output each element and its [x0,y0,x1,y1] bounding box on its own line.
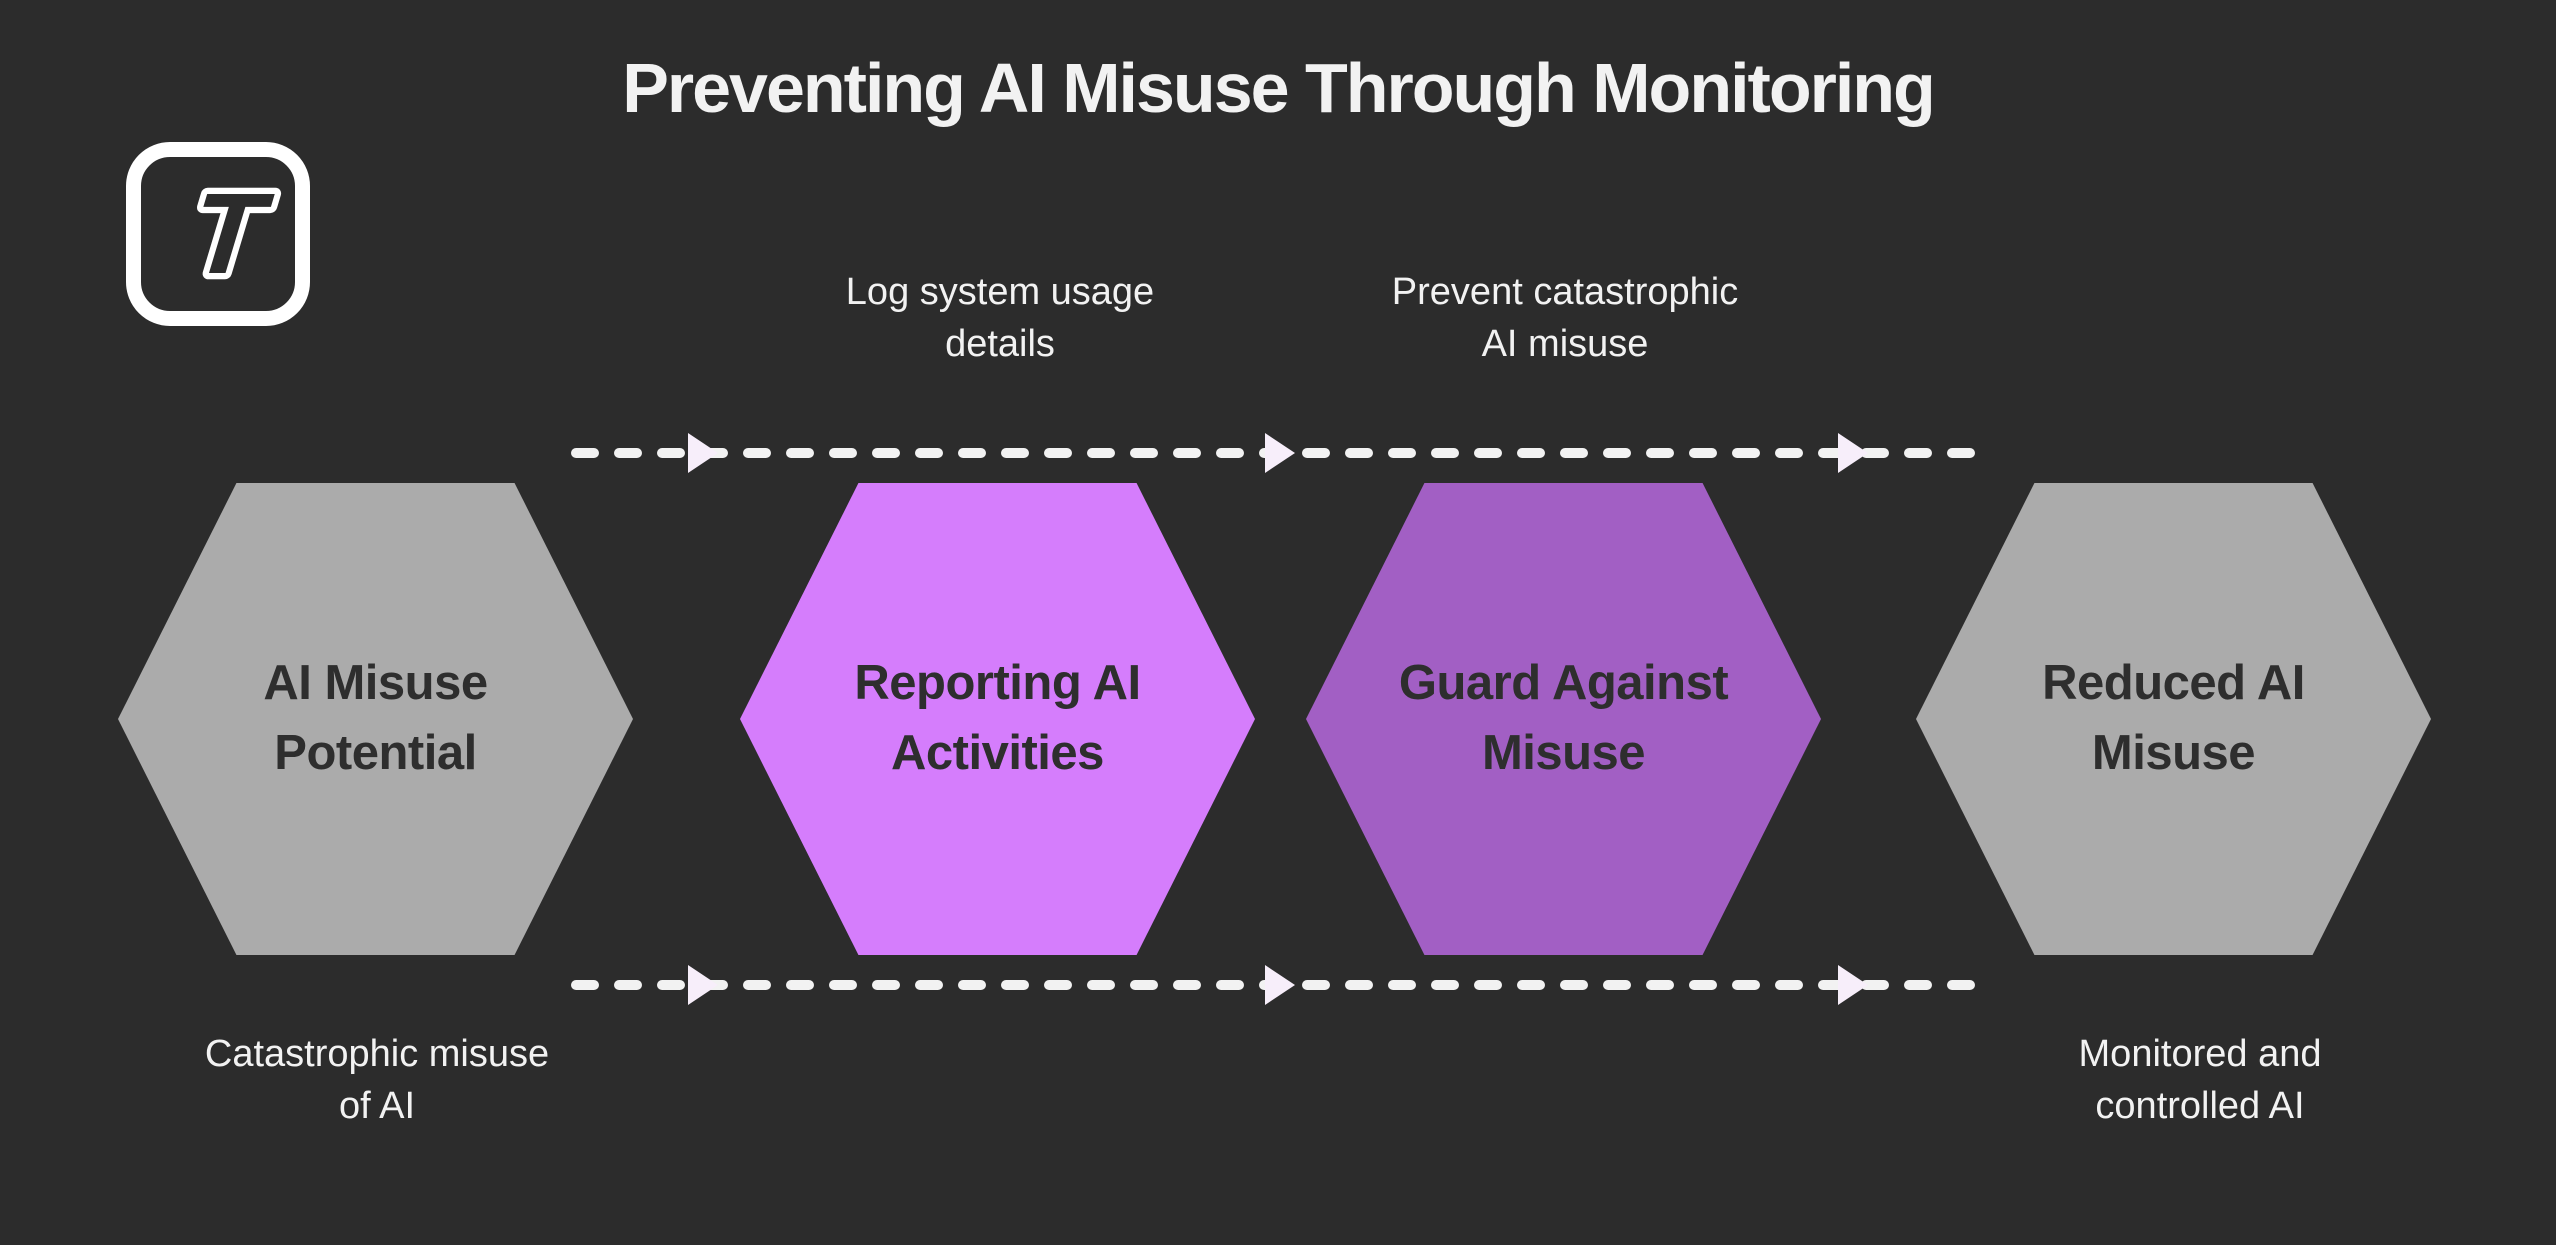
caption-line: Catastrophic misuse [204,1033,550,1075]
caption-line: details [945,323,1055,366]
caption-line: controlled AI [2095,1085,2305,1128]
caption-step-3: Prevent catastrophic AI misuse [1355,266,1775,370]
brand-logo: T [126,142,310,326]
hexagon-label: Guard Against Misuse [1398,656,1729,780]
arrowhead-icon [1838,433,1868,473]
caption-step-1: Catastrophic misuse of AI [177,1028,577,1132]
arrowhead-icon [688,433,718,473]
svg-text:T: T [186,170,278,298]
flow-arrow-top [571,433,1989,473]
arrowhead-icon [688,965,718,1005]
hexagon-step-1: AI Misuse Potential [118,483,633,955]
caption-step-2: Log system usage details [790,266,1210,370]
caption-step-4: Monitored and controlled AI [2035,1028,2365,1132]
hexagon-label: Reporting AI Activities [854,656,1141,780]
caption-line: of AI [338,1085,416,1128]
arrowhead-icon [1838,965,1868,1005]
caption-line: Monitored and [2078,1033,2322,1075]
caption-line: Prevent catastrophic [1391,271,1739,313]
hexagon-label: Reduced AI Misuse [2042,656,2305,780]
hexagon-step-4: Reduced AI Misuse [1916,483,2431,955]
page-title: Preventing AI Misuse Through Monitoring [622,49,1936,127]
hexagon-step-2: Reporting AI Activities [740,483,1255,955]
caption-line: AI misuse [1481,323,1649,366]
brand-t-icon: T [179,164,284,304]
caption-line: Log system usage [845,271,1155,313]
flow-arrow-bottom [571,965,1989,1005]
arrowhead-icon [1265,433,1295,473]
hexagon-step-3: Guard Against Misuse [1306,483,1821,955]
hexagon-label: AI Misuse Potential [263,656,488,780]
arrowhead-icon [1265,965,1295,1005]
